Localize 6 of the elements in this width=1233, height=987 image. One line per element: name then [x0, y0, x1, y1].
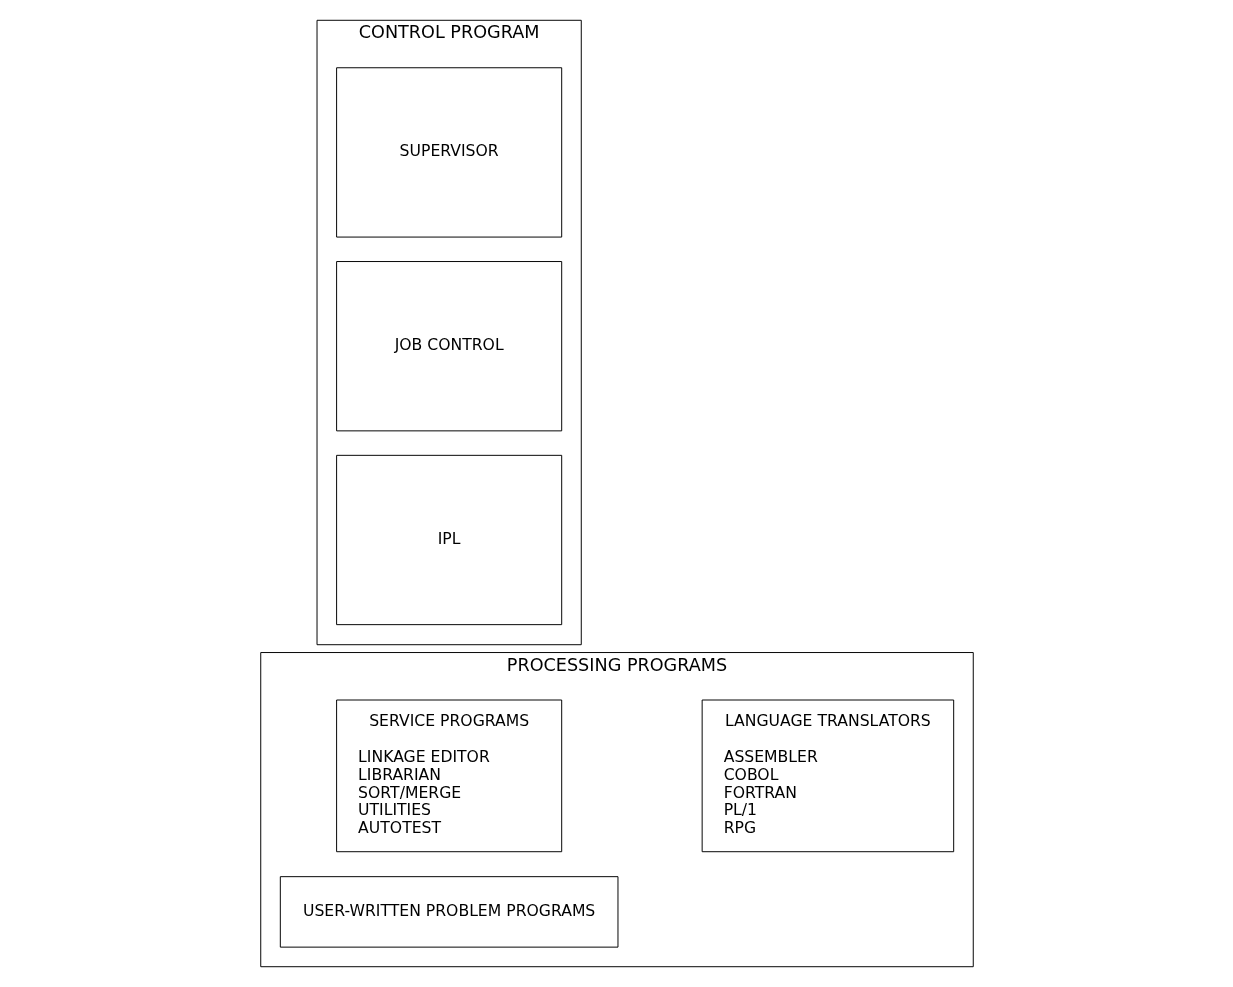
node-box: LANGUAGE TRANSLATORS ASSEMBLER COBOL FORTRAN PL/1 RPG [701, 699, 954, 853]
node-box: USER-WRITTEN PROBLEM PROGRAMS [279, 876, 618, 948]
node-box: JOB CONTROL [335, 261, 562, 432]
node-box: SERVICE PROGRAMS LINKAGE EDITOR LIBRARIAN SORT/MERGE UTILITIES AUTOTEST [335, 699, 562, 853]
node-box: SUPERVISOR [335, 67, 562, 238]
node-box: IPL [335, 454, 562, 626]
